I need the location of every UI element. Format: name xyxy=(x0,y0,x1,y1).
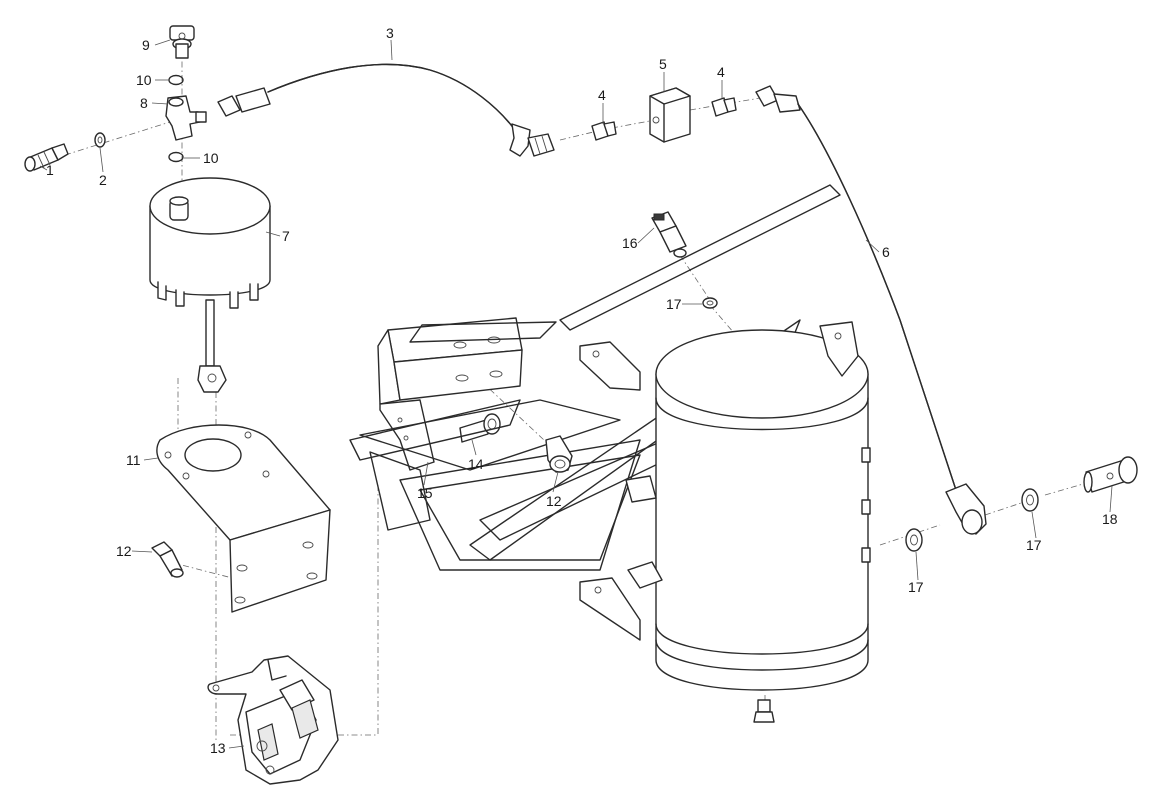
callout-6: 6 xyxy=(882,244,890,260)
callout-17-mid: 17 xyxy=(908,579,924,595)
part-12-bolt-middle xyxy=(545,435,573,473)
callout-17-right: 17 xyxy=(1026,537,1042,553)
part-4-union-left xyxy=(591,121,617,141)
part-10-o-ring-lower xyxy=(168,151,184,163)
callout-9: 9 xyxy=(142,37,150,53)
callout-14: 14 xyxy=(468,456,484,472)
callout-5: 5 xyxy=(659,56,667,72)
callout-leaders xyxy=(39,39,1113,749)
callout-1: 1 xyxy=(46,162,54,178)
callout-10-lower: 10 xyxy=(203,150,219,166)
part-8-tee-fitting xyxy=(165,95,207,141)
part-6-brake-pipe xyxy=(755,85,987,535)
part-1-pressure-switch xyxy=(24,143,69,172)
part-13-slack-adjuster xyxy=(207,655,339,785)
part-17-washer-right xyxy=(1021,488,1039,512)
part-16-sensor xyxy=(651,211,687,258)
callout-labels: 1 2 3 4 4 5 6 7 8 9 10 10 11 12 12 13 14… xyxy=(46,25,1118,756)
air-reservoir-tank xyxy=(579,321,871,723)
callout-12-left: 12 xyxy=(116,543,132,559)
part-15-tank-bracket xyxy=(349,184,841,571)
callout-7: 7 xyxy=(282,228,290,244)
callout-18: 18 xyxy=(1102,511,1118,527)
callout-4-right: 4 xyxy=(717,64,725,80)
part-3-brake-pipe xyxy=(217,63,555,157)
part-2-washer xyxy=(94,132,106,148)
assembly-lines xyxy=(64,48,1091,740)
callout-3: 3 xyxy=(386,25,394,41)
part-11-mounting-bracket xyxy=(156,424,331,613)
part-4-union-right xyxy=(711,97,737,117)
callout-2: 2 xyxy=(99,172,107,188)
part-17-washer-top xyxy=(702,297,718,309)
callout-17-top: 17 xyxy=(666,296,682,312)
part-18-banjo-bolt xyxy=(1083,456,1138,493)
part-7-brake-chamber xyxy=(149,177,271,393)
callout-10-upper: 10 xyxy=(136,72,152,88)
callout-8: 8 xyxy=(140,95,148,111)
callout-13: 13 xyxy=(210,740,226,756)
callout-11: 11 xyxy=(126,452,141,468)
part-5-valve-block xyxy=(649,87,691,143)
callout-12-middle: 12 xyxy=(546,493,562,509)
part-9-banjo-bolt xyxy=(169,25,195,59)
callout-4-left: 4 xyxy=(598,87,606,103)
callout-16: 16 xyxy=(622,235,638,251)
callout-15: 15 xyxy=(417,485,433,501)
part-14-bolt xyxy=(459,413,501,443)
part-17-washer-mid xyxy=(905,528,923,552)
part-12-bolt-left xyxy=(151,541,184,578)
part-10-o-ring-upper xyxy=(168,74,184,86)
